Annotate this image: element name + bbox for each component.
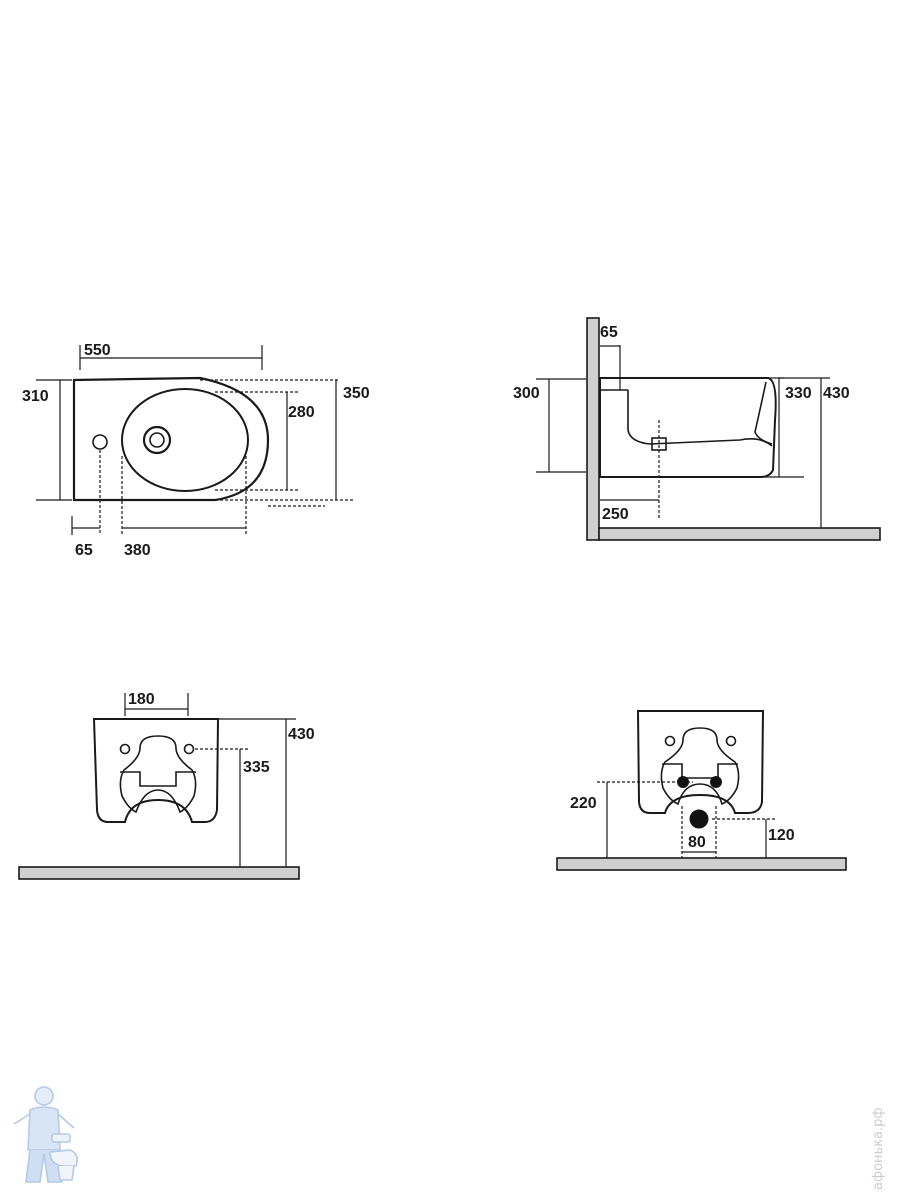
front-view-body-outline: [636, 710, 765, 814]
plumber-mascot-icon: [13, 1086, 78, 1183]
side-view-floor: [598, 527, 881, 541]
top-view-bowl: [121, 388, 249, 492]
side-view: [536, 317, 881, 541]
watermark-text: афонька.рф: [871, 1107, 886, 1190]
dim-label-310: 310: [22, 388, 49, 405]
front-view-drain: [689, 809, 709, 829]
dim-label-335: 335: [243, 759, 270, 776]
side-view-wall: [586, 317, 600, 541]
dim-label-280: 280: [288, 404, 315, 421]
dim-label-330: 330: [785, 385, 812, 402]
front-view: [556, 710, 847, 871]
dim-label-65-top: 65: [75, 542, 93, 559]
front-view-bolt-hole-right: [725, 735, 737, 747]
dim-label-80: 80: [688, 834, 706, 851]
dim-label-550: 550: [84, 342, 111, 359]
rear-view-recess: [119, 735, 197, 814]
side-view-body-outline: [599, 377, 777, 478]
dim-label-350: 350: [343, 385, 370, 402]
dim-label-380: 380: [124, 542, 151, 559]
top-view-body-outline: [72, 376, 270, 502]
dim-label-120: 120: [768, 827, 795, 844]
front-view-floor: [556, 857, 847, 871]
dim-label-300: 300: [513, 385, 540, 402]
top-view-tap-hole: [92, 434, 108, 450]
top-view-drain-outer: [142, 425, 172, 455]
dim-label-430-rear: 430: [288, 726, 315, 743]
dim-label-220: 220: [570, 795, 597, 812]
watermark: афонька.рф: [871, 1107, 886, 1190]
front-view-inlet-right: [710, 776, 722, 788]
front-view-recess: [660, 727, 740, 806]
side-view-inner-bowl: [627, 390, 773, 447]
front-view-bolt-hole-left: [664, 735, 676, 747]
rear-view-bolt-hole-right: [183, 743, 195, 755]
top-view: [36, 345, 355, 535]
rear-view-bolt-hole-left: [119, 743, 131, 755]
dim-label-65-side: 65: [600, 324, 618, 341]
dim-label-180: 180: [128, 691, 155, 708]
dim-label-250: 250: [602, 506, 629, 523]
rear-view: [18, 693, 300, 880]
rear-view-body-outline: [92, 718, 220, 823]
rear-view-floor: [18, 866, 300, 880]
dim-label-430-side: 430: [823, 385, 850, 402]
top-view-drain-inner: [149, 432, 165, 448]
